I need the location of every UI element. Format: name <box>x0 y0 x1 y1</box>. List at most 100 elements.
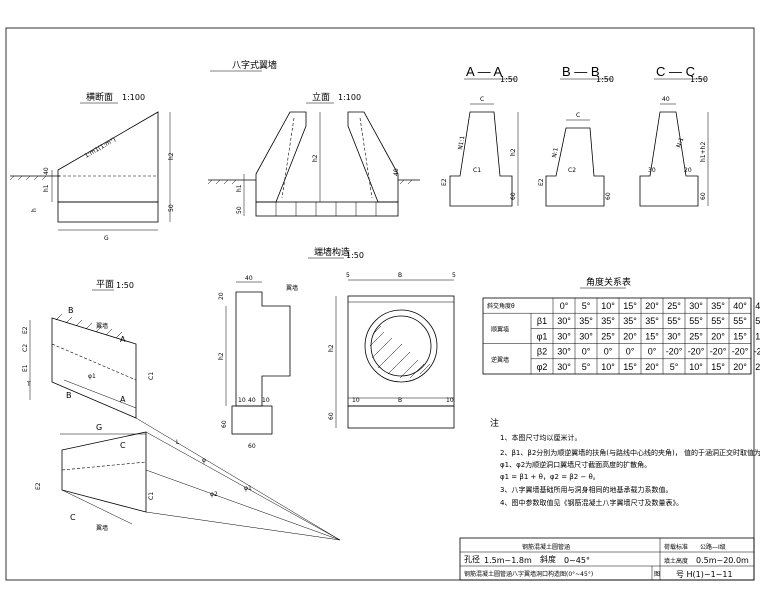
section-c-view: C — C 1:50 40 N:1 30 20 h1+h2 60 <box>639 64 709 207</box>
plan-c-lower: C <box>70 513 76 522</box>
table-cell: 10° <box>755 331 760 341</box>
plan-b-mid: B <box>66 391 72 400</box>
note-line-5: 3、八字翼墙基础所用与洞身相同的地基承载力系数值。 <box>500 485 672 494</box>
note-line-2: 2、β1、β2分别为顺逆翼墙的扶角(与路线中心线的夹角)， 值的于涵洞正交时取值… <box>500 448 760 457</box>
cross-section-scale: 1:100 <box>122 93 145 102</box>
main-title: 八字式翼墙 <box>232 59 277 71</box>
endwall-d5-right: 5 <box>452 272 456 279</box>
table-cell: 15° <box>733 331 747 341</box>
sec-a-e2-dim: E2 <box>441 178 448 186</box>
table-cell: 20° <box>733 362 747 372</box>
endwall-note: 翼墙 <box>286 284 298 292</box>
endwall-d40-top: 40 <box>245 275 253 282</box>
sec-b-d60-dim: 60 <box>605 192 612 200</box>
table-cell: 20° <box>711 331 725 341</box>
table-cell: 0° <box>582 347 591 357</box>
table-cell: -20° <box>754 347 760 357</box>
table-cell: -20° <box>666 347 683 357</box>
plan-c-upper: C <box>120 441 126 450</box>
elevation-label: 立面 <box>312 91 330 103</box>
section-b-view: B — B 1:50 C N:1 C2 E2 60 <box>538 64 614 207</box>
table-cell: 15° <box>645 331 659 341</box>
endwall-front-h2: h2 <box>328 344 335 352</box>
endwall-d5-left: 5 <box>346 272 350 279</box>
tb-load-label: 荷载标准 <box>664 543 688 551</box>
table-cell: 55° <box>689 316 703 326</box>
table-cell: 30° <box>557 331 571 341</box>
endwall-front-d60: 60 <box>328 412 335 420</box>
plan-wing-lower: 翼墙 <box>96 524 108 532</box>
plan-c2-dim: C2 <box>22 344 29 352</box>
plan-b-top: B <box>68 306 74 315</box>
table-cell: 10° <box>601 362 615 372</box>
table-cell: 20° <box>645 362 659 372</box>
endwall-d20-dim: 20 <box>218 292 225 300</box>
sec-a-h2-dim: h2 <box>510 148 517 156</box>
plan-phi2-label: φ2 <box>210 491 218 498</box>
table-group-name: 逆翼墙 <box>491 356 509 364</box>
table-cell: -20° <box>732 347 749 357</box>
table-group-name: 顺翼墙 <box>491 325 509 333</box>
elev-h2-dim: h2 <box>312 154 319 162</box>
table-cell: 35° <box>601 316 615 326</box>
plan-l-label: L <box>176 439 180 446</box>
plan-phi-label: φ <box>202 457 206 464</box>
plan-g-dim: G <box>96 423 102 432</box>
note-line-4: φ1 = β1 + θ，φ2 = β2 − θ。 <box>500 473 600 481</box>
table-angle-header: 5° <box>582 301 591 311</box>
table-cell: 30° <box>557 316 571 326</box>
table-cell: 35° <box>623 316 637 326</box>
plan-c1-lower: C1 <box>148 492 155 500</box>
sec-b-slope: N:1 <box>551 147 560 159</box>
endwall-d40-bottom: 40 <box>248 397 256 404</box>
plan-t-dim: T <box>26 381 31 388</box>
table-angle-header: 35° <box>711 301 725 311</box>
sec-a-scale: 1:50 <box>500 75 518 84</box>
cross-d50-dim: 50 <box>168 204 175 212</box>
title-block: 钢筋混凝土圆管涵 孔径 1.5m~1.8m 斜度 0~45° 钢筋混凝土圆管涵八… <box>459 537 755 581</box>
end-wall-label: 端墙构造 <box>314 246 350 258</box>
endwall-d60-side: 60 <box>221 420 228 428</box>
tb-load: 公路—I级 <box>700 543 726 551</box>
table-cell: 55° <box>755 316 760 326</box>
table-cell: 15° <box>711 362 725 372</box>
table-row-symbol: β1 <box>537 316 547 326</box>
notes-head: 注 <box>490 417 499 429</box>
sec-b-c-dim: C <box>576 112 580 119</box>
plan-c1-dim: C1 <box>148 372 155 380</box>
sec-a-slope: N1:1 <box>457 135 466 150</box>
table-row-symbol: φ1 <box>537 331 548 341</box>
cross-g-dim: G <box>104 235 109 242</box>
sec-c-scale: 1:50 <box>690 75 708 84</box>
sec-c-d40-dim: 40 <box>662 96 670 103</box>
sec-b-c2-dim: C2 <box>568 167 576 174</box>
table-angle-header: 40° <box>733 301 747 311</box>
endwall-b-top: B <box>398 272 402 279</box>
endwall-front-d10-r: 10 <box>446 397 454 404</box>
sec-c-nc: N:1 <box>675 136 685 148</box>
table-cell: 30° <box>557 362 571 372</box>
table-cell: 5° <box>582 362 591 372</box>
elev-d40-dim: 40 <box>393 168 400 176</box>
table-cell: 55° <box>667 316 681 326</box>
table-angle-header: 15° <box>623 301 637 311</box>
tb-fig-no: 号 H(1)−1−11 <box>676 570 733 579</box>
table-row-symbol: φ2 <box>537 362 548 372</box>
table-cell: 55° <box>711 316 725 326</box>
tb-fill-label: 填土高度 <box>664 557 688 565</box>
note-line-1: 1、本图尺寸均以厘米计。 <box>500 433 581 442</box>
endwall-d10-left: 10 <box>238 397 246 404</box>
sec-c-d60-dim: 60 <box>700 192 707 200</box>
table-cell: 30° <box>579 331 593 341</box>
table-angle-header: 45° <box>755 301 760 311</box>
table-cell: 25° <box>689 331 703 341</box>
sec-b-e2-dim: E2 <box>538 178 545 186</box>
table-cell: 5° <box>670 362 679 372</box>
table-cell: 35° <box>579 316 593 326</box>
endwall-d10-right: 10 <box>262 397 270 404</box>
plan-phi1-label: φ1 <box>244 485 252 492</box>
note-line-3: φ1、φ2为顺逆洞口翼墙尺寸截面高度的扩散角。 <box>500 460 651 469</box>
end-wall-view: 端墙构造 1:50 40 翼墙 h2 20 10 40 10 60 60 B 5… <box>218 246 456 450</box>
table-cell: 30° <box>557 347 571 357</box>
